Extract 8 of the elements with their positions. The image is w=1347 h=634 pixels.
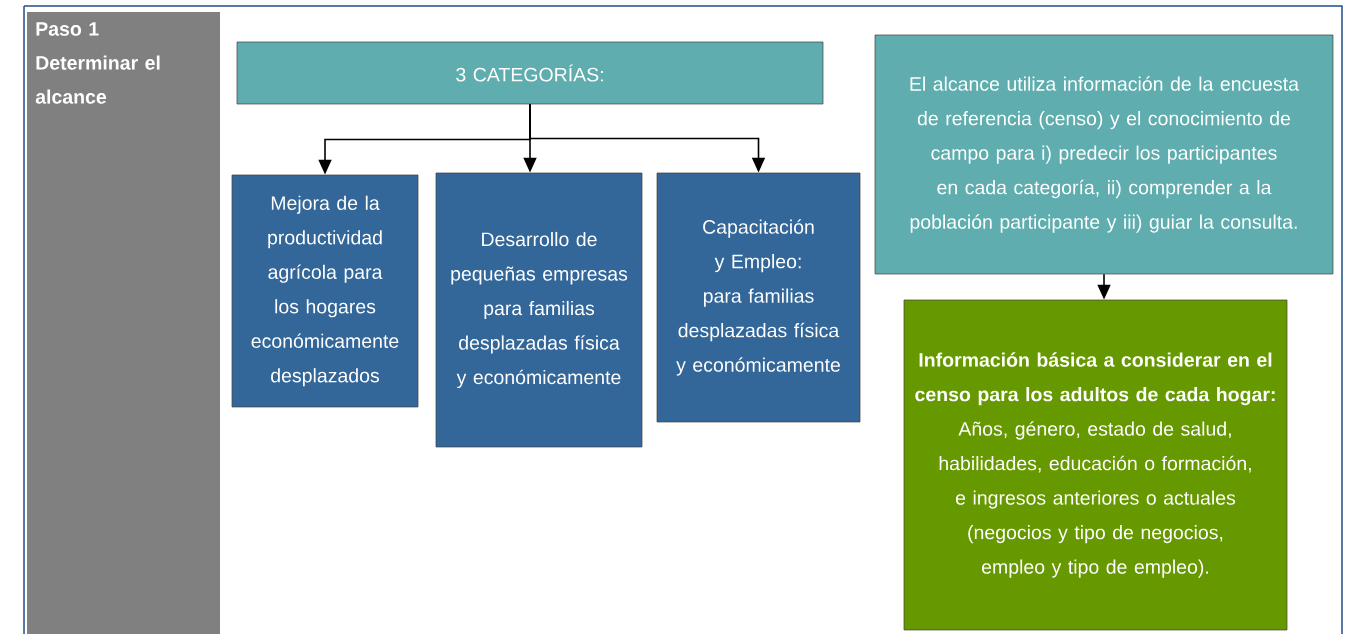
category-box: Desarrollo de pequeñas empresas para familias desplazadas física y económicamente (435, 172, 643, 448)
category-box: Capacitación y Empleo: para familias desplazadas física y económicamente (656, 172, 861, 423)
category-header-box: 3 CATEGORÍAS: (236, 41, 824, 105)
category-box: Mejora de la productividad agrícola para los hogares económicamente desplazados (231, 174, 419, 408)
info-box: Información básica a considerar en el censo para los adultos de cada hogar: Años, género, estado de salud, habilidades, educación o formación, e ingresos anteriores o actuales (negocios y tipo de negocios, empleo y tipo de empleo). (903, 299, 1288, 631)
description-box: El alcance utiliza información de la encuesta de referencia (censo) y el conocimiento de campo para i) predecir los participantes en cada categoría, ii) comprender a la población participante y iii) guiar la consulta. (874, 34, 1334, 275)
step-panel (27, 12, 220, 634)
step-title: Paso 1 Determinar el alcance (35, 22, 160, 104)
